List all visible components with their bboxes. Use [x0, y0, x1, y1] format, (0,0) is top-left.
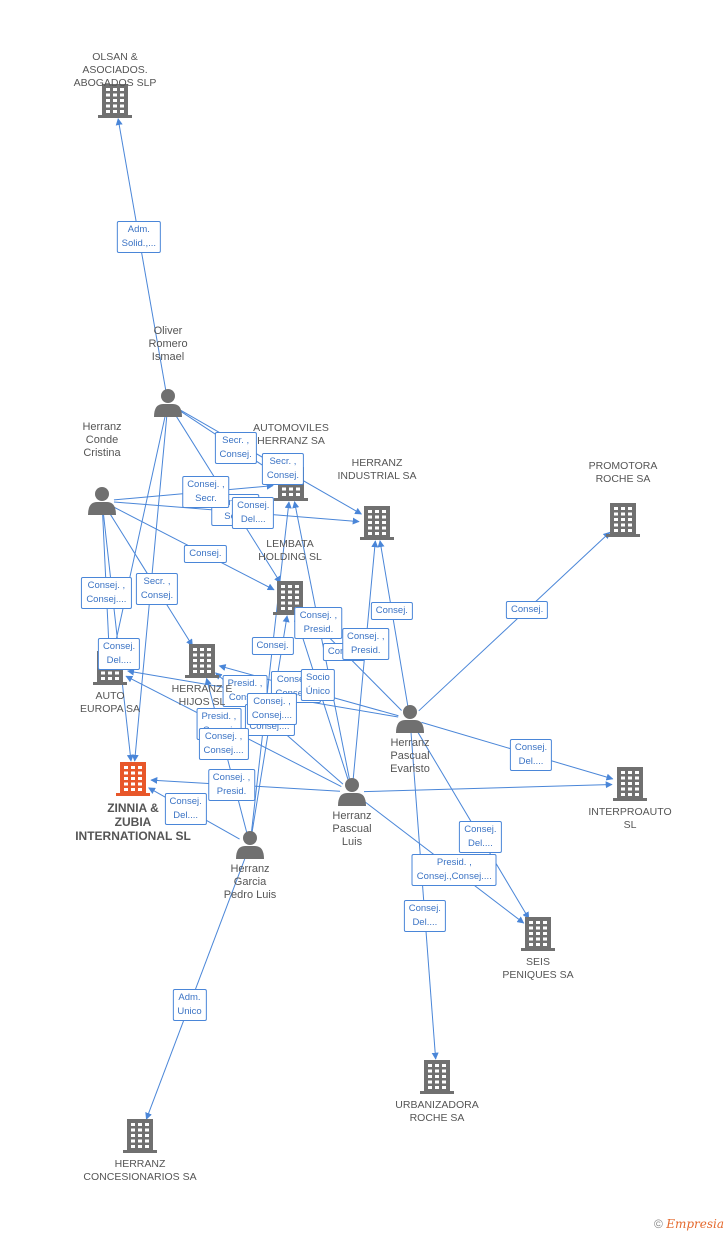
company-label-olsan[interactable]: OLSAN & ASOCIADOS. ABOGADOS SLP [73, 51, 157, 89]
building-icon[interactable] [606, 503, 640, 537]
edge-label[interactable]: Secr. , Consej. [214, 431, 257, 464]
edge-label[interactable]: Adm. Solid.,... [116, 220, 162, 253]
person-label-evaristo[interactable]: Herranz Pascual Evaristo [390, 737, 430, 775]
edge-label[interactable]: Consej. , Presid. [207, 768, 256, 801]
building-icon[interactable] [360, 506, 394, 540]
edge-label[interactable]: Consej. Del.... [164, 792, 207, 825]
edge-pedro-concesionarios [145, 856, 247, 1120]
building-icon[interactable] [185, 644, 219, 678]
person-label-cristina[interactable]: Herranz Conde Cristina [82, 421, 122, 459]
copyright-symbol: © [654, 1217, 663, 1231]
footer-brand: © Empresia [654, 1217, 724, 1231]
edge-evaristo-promotora [418, 531, 611, 712]
company-label-promotora[interactable]: PROMOTORA ROCHE SA [588, 460, 658, 485]
company-label-zinnia[interactable]: ZINNIA & ZUBIA INTERNATIONAL SL [75, 801, 191, 843]
person-icon[interactable] [396, 705, 424, 733]
company-label-urbanizadora[interactable]: URBANIZADORA ROCHE SA [395, 1099, 479, 1124]
edge-label[interactable]: Presid. , Consej.,Consej.... [411, 854, 497, 887]
company-label-autoeuropa[interactable]: AUTO EUROPA SA [80, 690, 140, 715]
person-icon[interactable] [154, 389, 182, 417]
edge-label[interactable]: Consej. , Consej.... [246, 693, 298, 726]
edge-label[interactable]: Consej. Del.... [509, 738, 553, 771]
person-icon[interactable] [88, 487, 116, 515]
building-icon[interactable] [123, 1119, 157, 1153]
edge-label[interactable]: Consej. Del.... [403, 899, 446, 932]
edge-label[interactable]: Consej. [506, 600, 549, 619]
company-label-lembata[interactable]: LEMBATA HOLDING SL [258, 538, 322, 563]
edge-label[interactable]: Consej. [251, 637, 294, 656]
building-icon[interactable] [116, 762, 150, 796]
building-icon[interactable] [420, 1060, 454, 1094]
company-label-seis[interactable]: SEIS PENIQUES SA [502, 956, 574, 981]
person-label-pedro[interactable]: Herranz Garcia Pedro Luis [223, 863, 277, 901]
person-icon[interactable] [338, 778, 366, 806]
building-icon[interactable] [521, 917, 555, 951]
company-label-interproauto[interactable]: INTERPROAUTO SL [588, 806, 672, 831]
edge-label[interactable]: Consej. , Consej.... [81, 576, 132, 609]
company-label-industrial[interactable]: HERRANZ INDUSTRIAL SA [337, 457, 417, 482]
edge-label[interactable]: Consej. Del.... [97, 637, 141, 670]
building-icon[interactable] [613, 767, 647, 801]
edge-label[interactable]: Consej. , Presid. [294, 606, 343, 639]
edge-label[interactable]: Consej. , Presid. [342, 628, 390, 661]
edge-label[interactable]: Consej. Del.... [459, 821, 502, 854]
edge-label[interactable]: Socio Único [300, 669, 336, 702]
building-icon[interactable] [98, 84, 132, 118]
edge-label[interactable]: Consej. [370, 602, 413, 621]
edge-pedro-automoviles [250, 501, 292, 834]
edge-label[interactable]: Secr. , Consej. [135, 573, 179, 605]
company-label-hijos[interactable]: HERRANZ E HIJOS SL [171, 683, 233, 708]
edge-label[interactable]: Adm. Unico [172, 989, 207, 1022]
edge-label[interactable]: Secr. , Consej. [261, 453, 305, 485]
edge-luis-automoviles [292, 500, 351, 781]
company-label-automoviles[interactable]: AUTOMOVILES HERRANZ SA [253, 422, 329, 447]
edge-luis-interproauto [363, 781, 613, 793]
edge-label[interactable]: Consej. Del.... [232, 497, 275, 530]
edge-cristina-zinnia [102, 512, 134, 762]
edge-evaristo-industrial [377, 540, 409, 708]
edge-oliver-olsan [115, 118, 167, 392]
person-label-luis[interactable]: Herranz Pascual Luis [332, 810, 372, 848]
edge-label[interactable]: Consej. , Secr. [182, 475, 230, 508]
person-icon[interactable] [236, 831, 264, 859]
person-label-oliver[interactable]: Oliver Romero Ismael [148, 325, 188, 363]
empresia-logo[interactable]: Empresia [666, 1217, 724, 1231]
edge-label[interactable]: Consej. [184, 545, 227, 564]
edge-evaristo-urbanizadora [410, 730, 439, 1060]
company-label-concesionarios[interactable]: HERRANZ CONCESIONARIOS SA [83, 1158, 197, 1183]
edge-oliver-autoeuropa [111, 414, 166, 652]
edge-label[interactable]: Consej. , Consej.... [198, 727, 249, 760]
